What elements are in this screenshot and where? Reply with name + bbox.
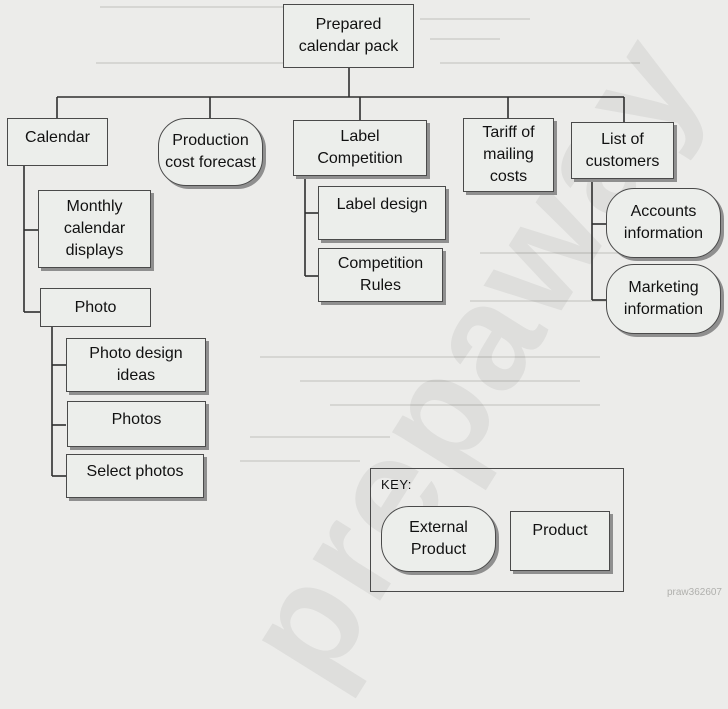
node-accounts-information: Accounts information <box>606 188 721 258</box>
background-text-line <box>480 252 680 254</box>
node-photo: Photo <box>40 288 151 327</box>
node-label-design: Label design <box>318 186 446 240</box>
background-text-line <box>300 380 580 382</box>
node-label-competition: Label Competition <box>293 120 427 176</box>
node-competition-rules: Competition Rules <box>318 248 443 302</box>
key-product: Product <box>510 511 610 571</box>
background-text-line <box>330 404 600 406</box>
background-text-line <box>430 38 500 40</box>
image-code: praw362607 <box>666 587 722 598</box>
background-text-line <box>100 6 400 8</box>
background-text-line <box>96 62 306 64</box>
node-calendar: Calendar <box>7 118 108 166</box>
node-prepared-calendar-pack: Prepared calendar pack <box>283 4 414 68</box>
key-title: KEY: <box>381 477 412 492</box>
node-tariff-of-mailing-costs: Tariff of mailing costs <box>463 118 554 192</box>
key-legend: KEY: <box>370 468 624 592</box>
node-production-cost-forecast: Production cost forecast <box>158 118 263 186</box>
background-text-line <box>260 356 600 358</box>
background-text-line <box>470 300 660 302</box>
node-select-photos: Select photos <box>66 454 204 498</box>
connector-lines <box>23 68 625 477</box>
node-photos: Photos <box>67 401 206 447</box>
node-photo-design-ideas: Photo design ideas <box>66 338 206 392</box>
background-text-line <box>420 18 530 20</box>
node-marketing-information: Marketing information <box>606 264 721 334</box>
background-text-line <box>440 62 640 64</box>
node-list-of-customers: List of customers <box>571 122 674 179</box>
key-external-product: External Product <box>381 506 496 572</box>
background-text-line <box>240 460 360 462</box>
background-text-line <box>250 436 390 438</box>
diagram-canvas: prepaway <box>7 4 728 708</box>
node-monthly-calendar-displays: Monthly calendar displays <box>38 190 151 268</box>
